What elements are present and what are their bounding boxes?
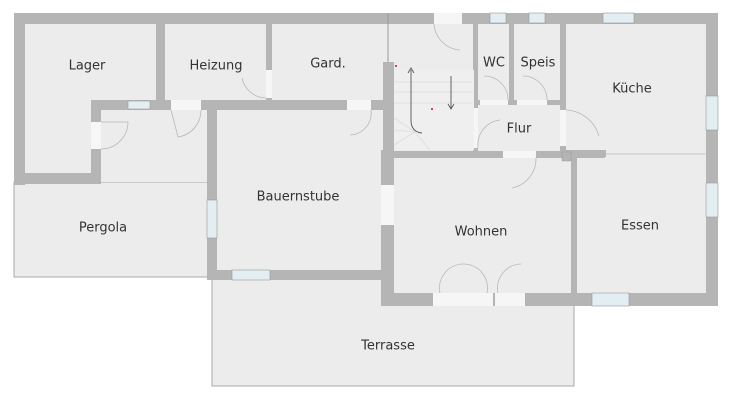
door-openings [91,13,566,306]
house-floor [14,13,718,306]
room-label-gard: Gard. [310,56,346,72]
room-label-essen: Essen [621,218,659,234]
staircase [393,65,474,151]
room-label-wc: WC [483,55,505,71]
room-label-heizung: Heizung [189,58,243,74]
room-label-terrasse: Terrasse [361,338,415,354]
door-swings [100,23,600,294]
pergola-area [13,181,213,278]
room-label-lager: Lager [68,58,106,74]
room-label-bauernstube: Bauernstube [256,189,340,205]
room-label-pergola: Pergola [78,220,128,236]
column [561,151,572,162]
room-label-kueche: Küche [612,81,652,97]
room-label-flur: Flur [506,121,532,137]
room-label-wohnen: Wohnen [454,224,508,240]
room-label-speis: Speis [520,55,556,71]
stair-up-arrow [410,70,423,134]
windows [127,12,719,307]
